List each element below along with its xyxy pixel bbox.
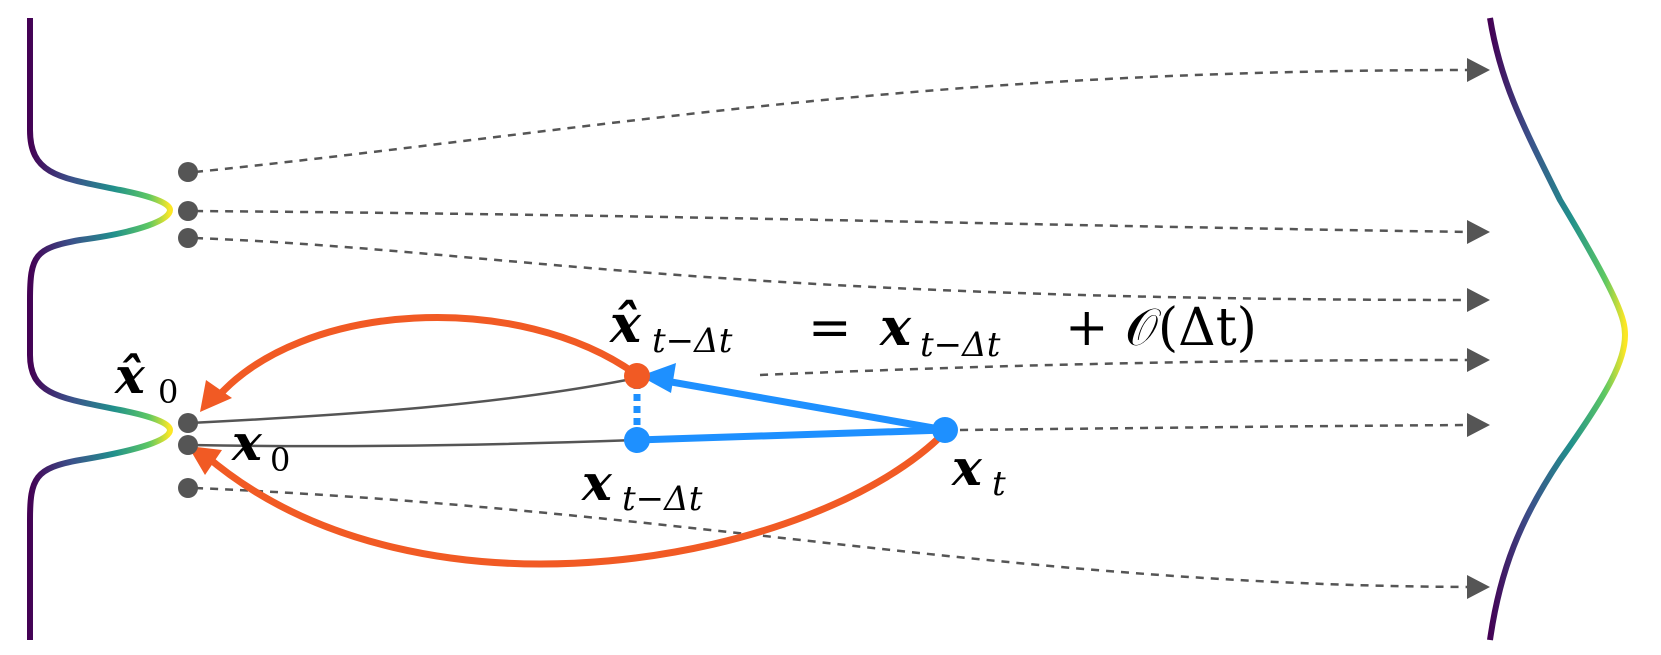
solid-gray-curves [189, 376, 638, 448]
label-xt-dt: x t−Δt [581, 453, 703, 519]
label-equation: x̂ t−Δt = x t−Δt + 𝒪(Δt) [609, 294, 1257, 365]
label-x0-hat: x̂ 0 [114, 346, 178, 411]
blue-line-to-xhat [659, 376, 946, 434]
label-xt-base: x [951, 438, 983, 497]
equation-lhs-sub: t−Δt [652, 321, 733, 361]
point-x0-hat [178, 413, 198, 433]
label-xt: x t [951, 438, 1006, 504]
blue-line-to-xt-dt [636, 426, 946, 444]
left-density-curve [27, 18, 173, 640]
arrowheads-right [1467, 58, 1490, 599]
label-xt-dt-sub: t−Δt [622, 479, 703, 519]
equation-rhs-base: x [879, 297, 912, 358]
label-x0-hat-sub: 0 [158, 373, 178, 411]
equation-lhs-base: x̂ [609, 294, 642, 355]
label-x0-sub: 0 [270, 441, 290, 479]
curve-to-x0 [189, 438, 638, 448]
arrowhead-icon [1467, 288, 1490, 312]
blue-lines [633, 376, 946, 444]
dashed-trajectories [194, 68, 1471, 589]
orange-arc-bottom [201, 428, 949, 568]
orange-arc-top [211, 314, 641, 404]
dashed-path-2 [194, 209, 1471, 234]
orange-arrowhead-icon [200, 380, 232, 412]
point-x-t [932, 417, 958, 443]
gray-points [178, 162, 198, 498]
equation-rhs-sub: t−Δt [920, 325, 1001, 365]
point [178, 201, 198, 221]
arrowhead-icon [1467, 575, 1490, 599]
point [178, 228, 198, 248]
point [178, 162, 198, 182]
point [178, 478, 198, 498]
dashed-path-5 [959, 423, 1471, 432]
dashed-path-6 [194, 486, 1471, 589]
point-x0 [178, 435, 198, 455]
point-x-t-dt [624, 427, 650, 453]
label-x0-base: x [231, 413, 263, 472]
right-density-curve [1487, 17, 1628, 641]
orange-arrowhead-icon [188, 446, 222, 475]
arrowhead-icon [1467, 58, 1490, 82]
arrowhead-icon [1467, 348, 1490, 372]
curve-to-x0-hat [189, 376, 638, 425]
dashed-path-4 [759, 358, 1471, 377]
orange-arcs [201, 314, 949, 568]
dashed-path-3 [194, 236, 1471, 302]
label-xt-sub: t [992, 464, 1006, 504]
label-xt-dt-base: x [581, 453, 613, 512]
equation-tail: + 𝒪(Δt) [1065, 298, 1257, 358]
dashed-path-1 [194, 68, 1471, 174]
point-x-hat-t-dt [624, 363, 650, 389]
orange-arrowheads [188, 380, 232, 475]
label-x0: x 0 [231, 413, 290, 479]
equation-eq: = [808, 298, 852, 358]
blue-arrowhead [640, 363, 676, 393]
arrowhead-icon [1467, 220, 1490, 244]
arrowhead-icon [1467, 413, 1490, 437]
label-x0-hat-base: x̂ [114, 346, 146, 405]
blue-arrowhead-icon [640, 363, 676, 393]
